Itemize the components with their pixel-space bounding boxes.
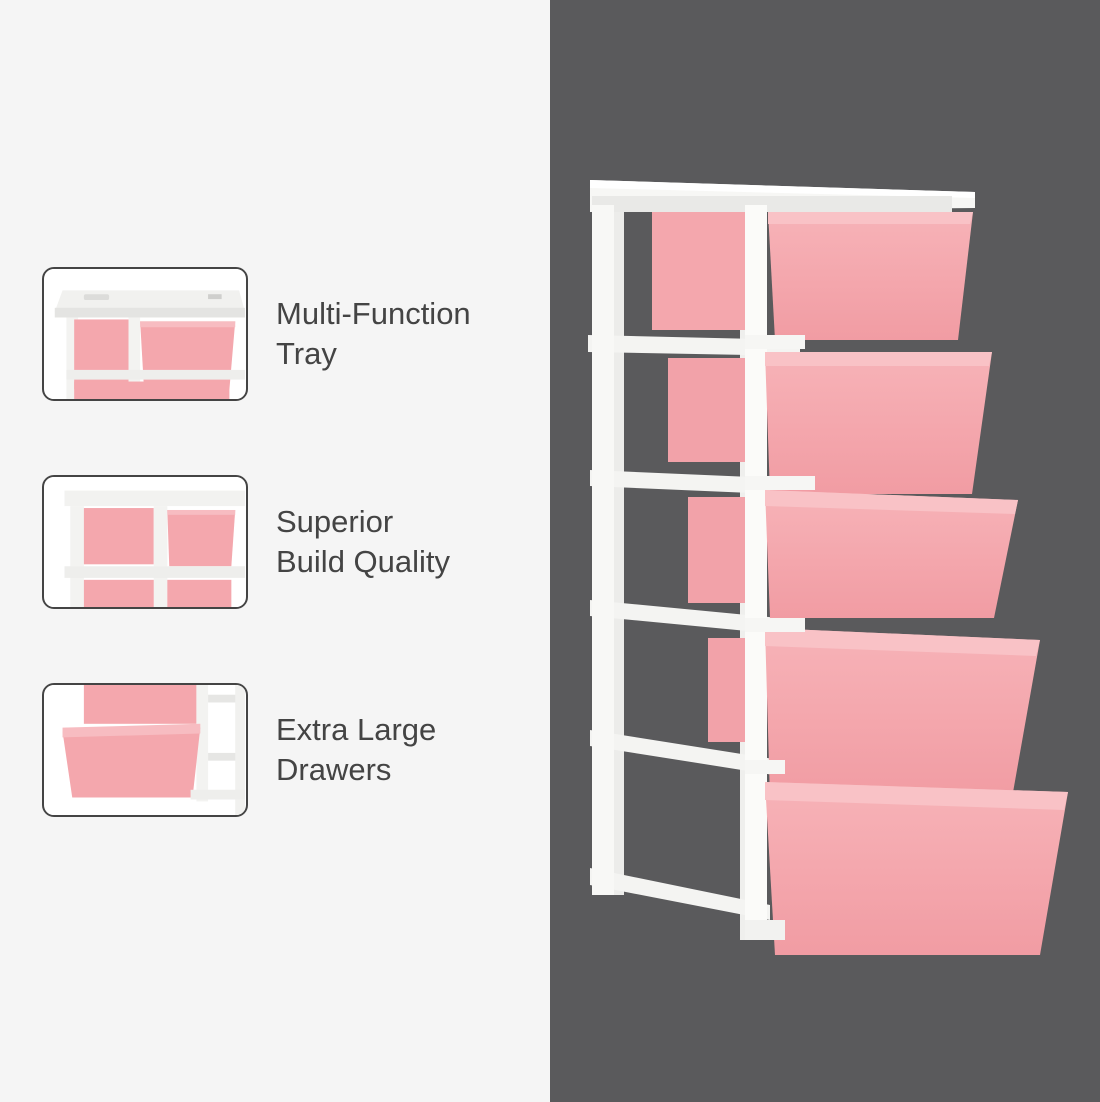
drawers-thumbnail [42, 683, 248, 817]
tray-closeup-image [45, 269, 245, 399]
feature-label-tray: Multi-Function Tray [276, 294, 536, 374]
feature-title-line1: Extra Large [276, 712, 437, 747]
feature-title-line2: Build Quality [276, 544, 451, 579]
feature-label-build: Superior Build Quality [276, 502, 536, 582]
feature-title-line1: Multi-Function [276, 296, 471, 331]
build-quality-closeup-image [45, 477, 245, 607]
tray-thumbnail [42, 267, 248, 401]
drawers-closeup-image [45, 685, 245, 815]
feature-label-drawers: Extra Large Drawers [276, 710, 536, 790]
feature-title-line2: Drawers [276, 752, 392, 787]
feature-title-line1: Superior [276, 504, 394, 539]
build-quality-thumbnail [42, 475, 248, 609]
feature-title-line2: Tray [276, 336, 337, 371]
